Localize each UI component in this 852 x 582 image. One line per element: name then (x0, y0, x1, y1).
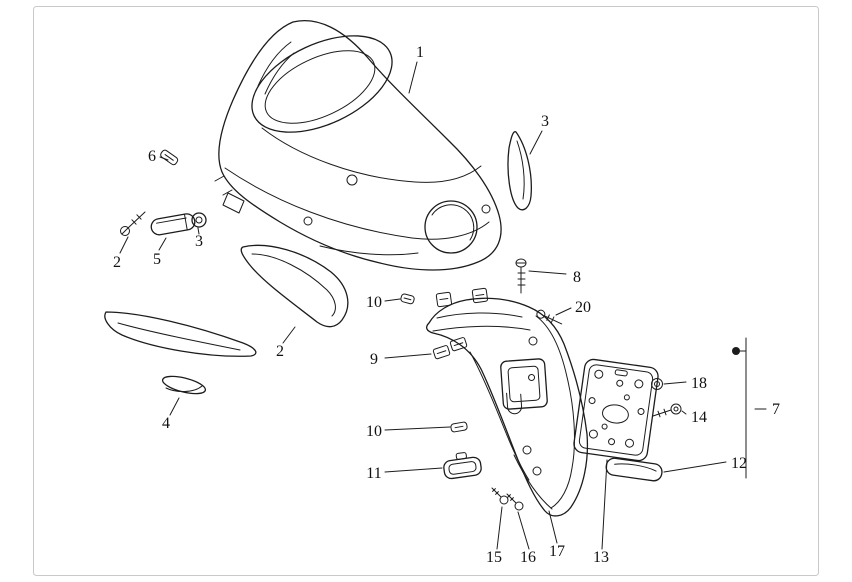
bracket-dot (732, 347, 740, 355)
rear-fender-part (400, 287, 589, 517)
side-trim-part (240, 244, 349, 328)
plate-holder-part (573, 358, 659, 462)
callout-9: 9 (370, 351, 378, 368)
callout-11: 11 (366, 465, 381, 482)
lock-set-parts (120, 149, 207, 236)
fender-tab (435, 291, 453, 308)
screw-part (120, 211, 146, 236)
spring-clip-part (400, 293, 415, 305)
callout-1: 1 (416, 44, 424, 61)
screw-part (515, 258, 527, 294)
rivet-part (651, 378, 663, 390)
fender-bracket (500, 358, 548, 415)
screw-part (652, 403, 682, 418)
slider-clip-part (449, 337, 468, 352)
callout-18: 18 (691, 375, 707, 392)
fender-tab (471, 287, 489, 304)
screw-part (506, 493, 524, 511)
callout-2-trim: 2 (276, 343, 284, 360)
leader-lines (119, 61, 727, 550)
callout-5: 5 (153, 251, 161, 268)
callout-3-upper: 3 (541, 113, 549, 130)
screw-part (536, 309, 563, 325)
callout-10-lower: 10 (366, 423, 382, 440)
callout-4: 4 (162, 415, 170, 432)
reflector-housing-part (443, 452, 482, 480)
lock-cylinder-part (150, 213, 196, 236)
spring-clip-part (450, 421, 468, 433)
group-bracket-7 (732, 337, 767, 479)
callout-6: 6 (148, 148, 156, 165)
clip-part (160, 149, 179, 166)
callout-16: 16 (520, 549, 536, 566)
screw-part (491, 487, 509, 505)
rear-cowl-part (214, 20, 502, 271)
callout-10-upper: 10 (366, 294, 382, 311)
callout-2-left: 2 (113, 254, 121, 271)
callout-20: 20 (575, 299, 591, 316)
callout-3-lock: 3 (195, 233, 203, 250)
diagram-border (33, 6, 819, 576)
footboard-strip-part (104, 311, 257, 395)
callout-13: 13 (593, 549, 609, 566)
callout-15: 15 (486, 549, 502, 566)
callout-17: 17 (549, 543, 565, 560)
callout-7: 7 (772, 401, 780, 418)
slider-clip-part (432, 345, 451, 360)
side-cover-part (507, 131, 532, 211)
callout-8: 8 (573, 269, 581, 286)
callout-14: 14 (691, 409, 707, 426)
lock-face-slot (195, 216, 203, 224)
lock-face-part (191, 212, 207, 228)
callout-labels: 1 3 6 2 5 3 8 10 20 9 2 18 14 7 4 10 12 … (113, 44, 780, 566)
callout-12: 12 (731, 455, 747, 472)
pad-part (605, 457, 663, 482)
